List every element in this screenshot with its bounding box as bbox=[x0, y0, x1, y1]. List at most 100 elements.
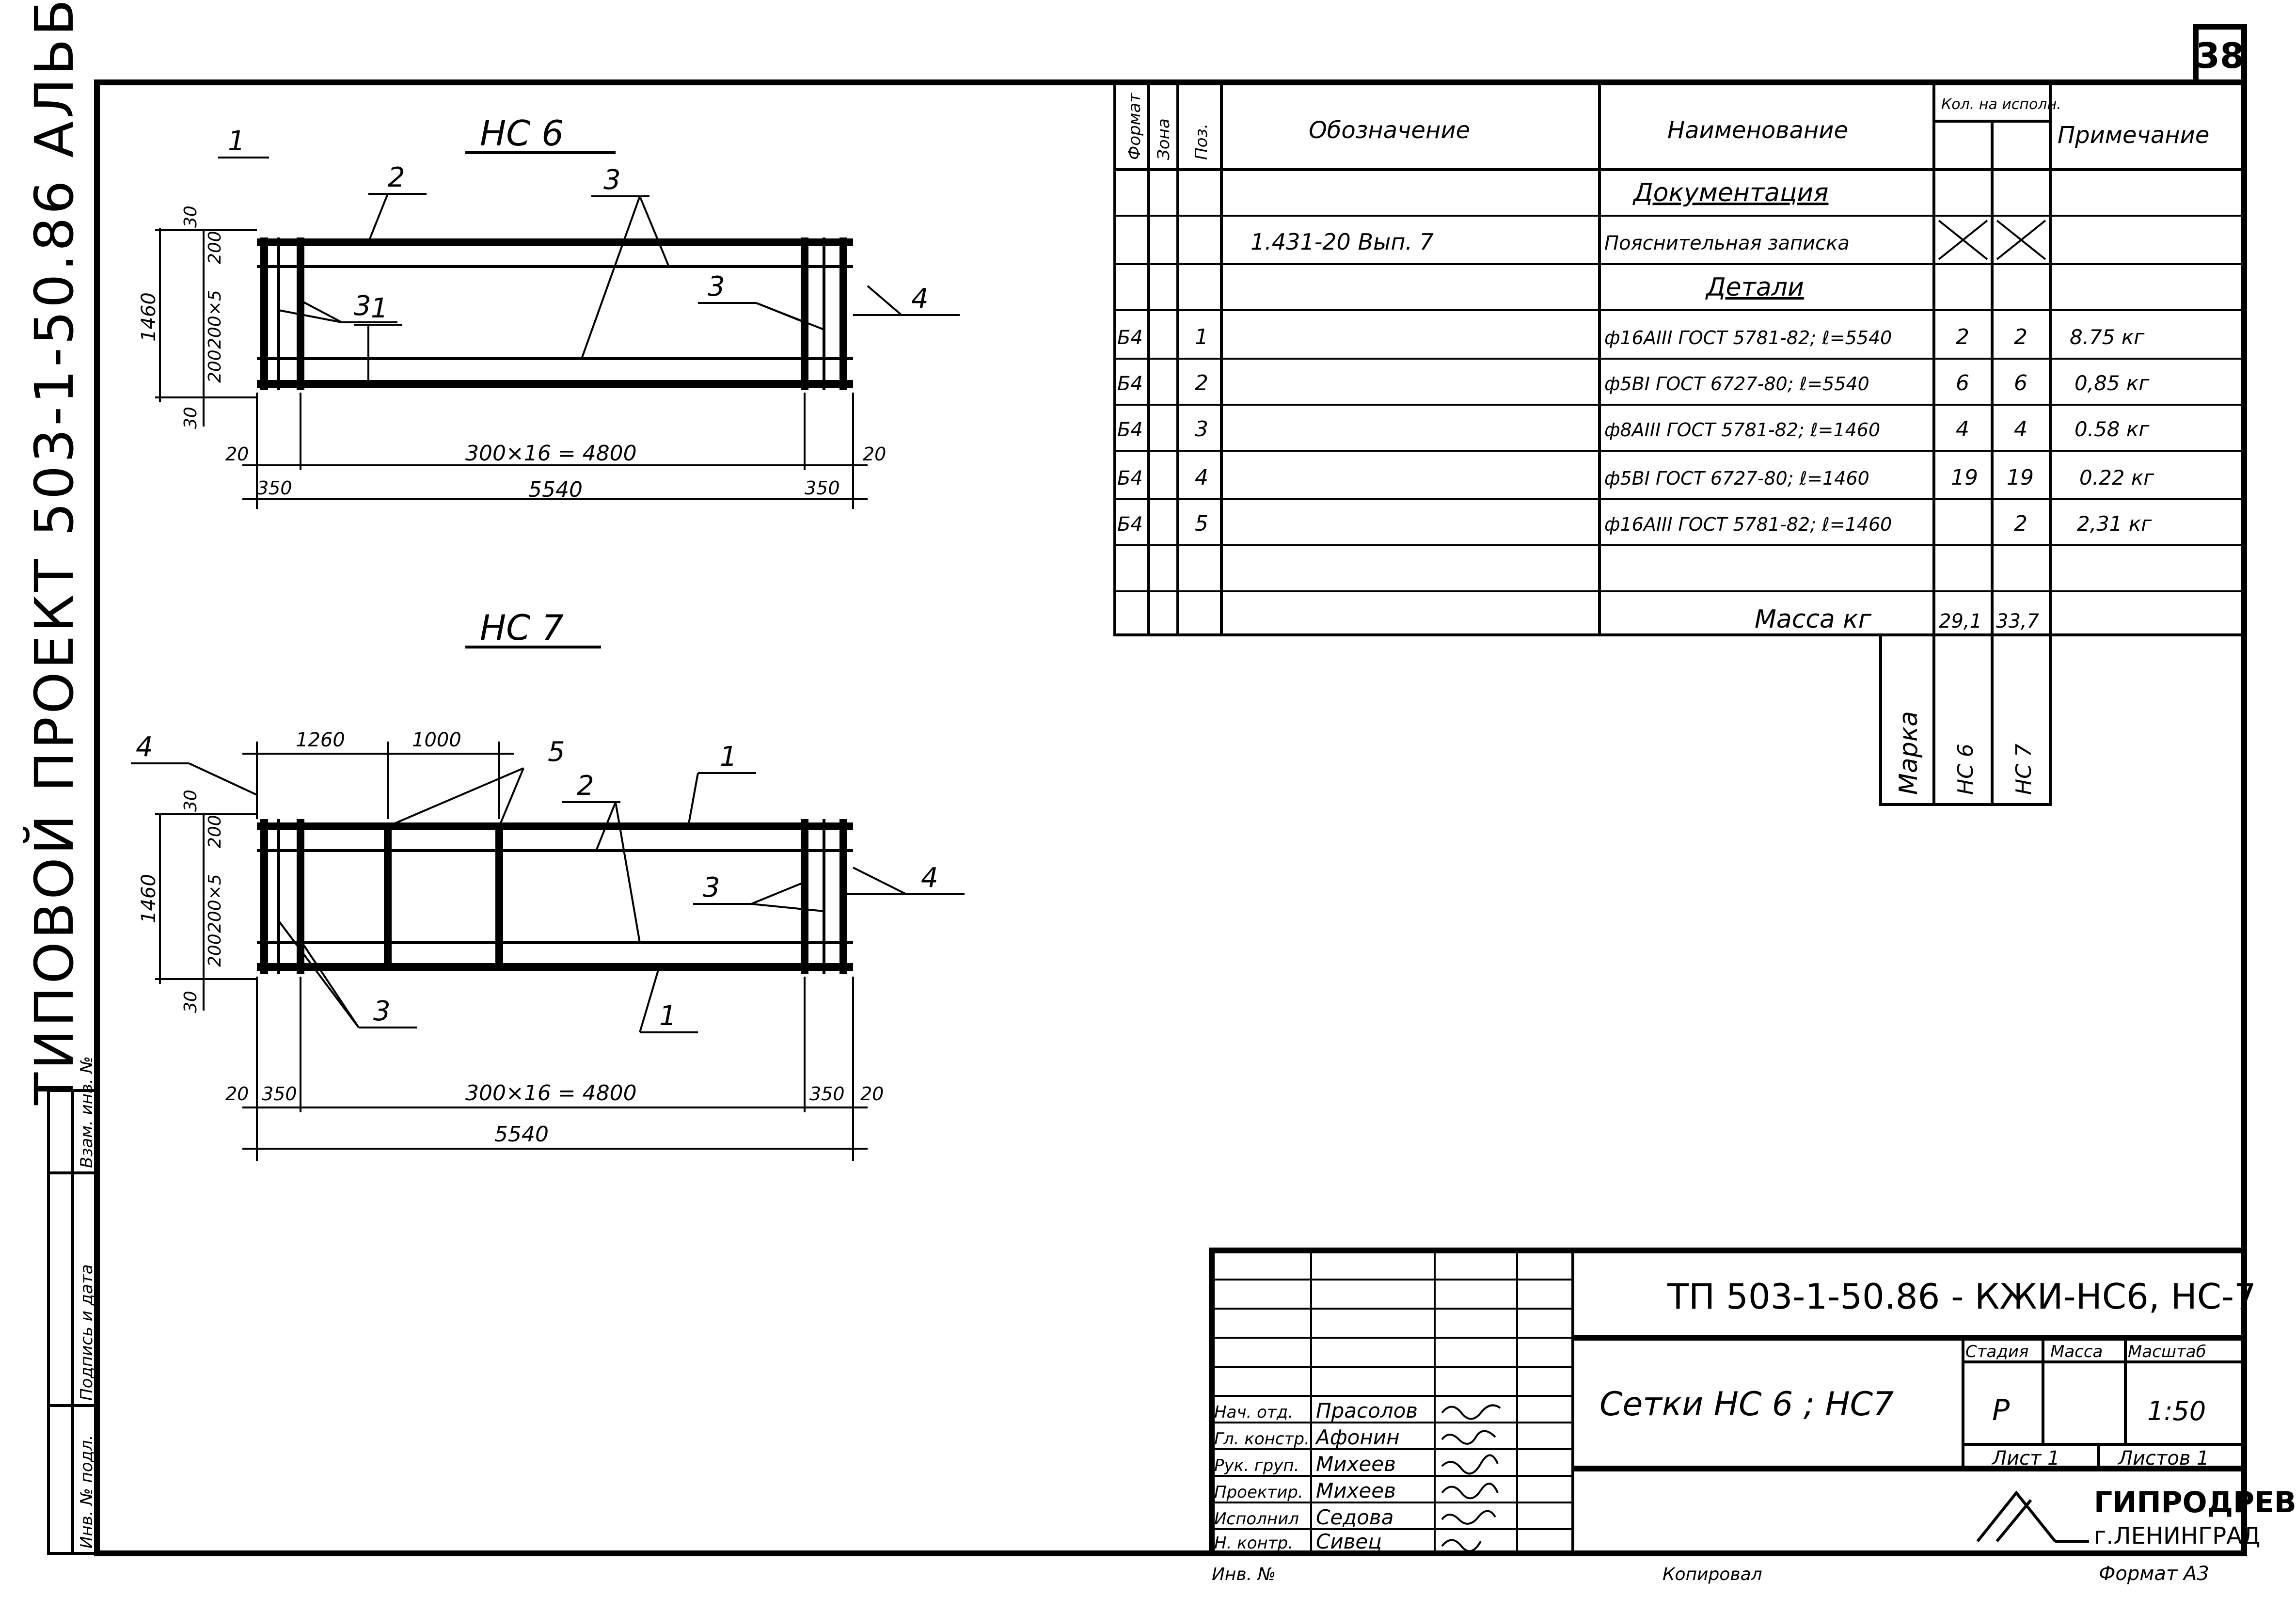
pos-label: 1 bbox=[659, 1000, 677, 1032]
row-q2: 2 bbox=[2014, 325, 2027, 349]
row-note: 8.75 кг bbox=[2070, 325, 2145, 349]
person: Михеев bbox=[1316, 1452, 1396, 1476]
spec-row: Б4 3 ф8АIII ГОСТ 5781-82; ℓ=1460 4 4 0.5… bbox=[1117, 417, 2150, 442]
row-q2: 2 bbox=[2014, 511, 2027, 536]
marka-label: Марка bbox=[1894, 711, 1923, 795]
dim-200: 200 bbox=[205, 231, 225, 264]
dim-left20: 20 bbox=[225, 443, 249, 465]
header-name: Наименование bbox=[1667, 117, 1848, 144]
row-format: Б4 bbox=[1117, 467, 1143, 490]
dim-right20: 20 bbox=[863, 443, 886, 465]
drawing-title: НС 7 bbox=[480, 607, 564, 648]
side-stamp-inv: Инв. № подл. bbox=[77, 1435, 96, 1549]
row-format: Б4 bbox=[1117, 419, 1143, 441]
spec-row: Б4 4 ф5ВI ГОСТ 6727-80; ℓ=1460 19 19 0.2… bbox=[1117, 465, 2154, 490]
pos-label: 1 bbox=[720, 741, 737, 773]
row-note: 0.22 кг bbox=[2079, 466, 2154, 490]
dim-a: 1260 bbox=[296, 729, 345, 751]
mass-nc6: 29,1 bbox=[1939, 610, 1982, 632]
drawing-nc7: НС 7 1260 1000 4 1 5 2 bbox=[131, 607, 965, 1161]
row-pos: 4 bbox=[1195, 465, 1208, 490]
dim-span: 300×16 = 4800 bbox=[465, 1081, 637, 1106]
dim-bottom: 30 bbox=[181, 991, 201, 1013]
dim-200b: 200 bbox=[205, 933, 225, 967]
pos-label: 3 bbox=[373, 996, 391, 1027]
header-pos: Поз. bbox=[1192, 124, 1211, 160]
dim-top: 30 bbox=[181, 206, 201, 228]
row-format: Б4 bbox=[1117, 513, 1143, 536]
header-note: Примечание bbox=[2058, 122, 2209, 149]
row-pos: 2 bbox=[1195, 371, 1208, 395]
dim-height: 1460 bbox=[138, 292, 160, 342]
dim-bottom: 30 bbox=[181, 407, 201, 429]
signature bbox=[1441, 1404, 1501, 1420]
doc-designation: 1.431-20 Вып. 7 bbox=[1251, 229, 1434, 255]
dim-left350: 350 bbox=[257, 477, 292, 499]
spec-row: Б4 1 ф16АIII ГОСТ 5781-82; ℓ=5540 2 2 8.… bbox=[1117, 325, 2145, 349]
header-zone: Зона bbox=[1154, 118, 1173, 160]
footer-format: Формат А3 bbox=[2099, 1563, 2209, 1585]
header-format: Формат bbox=[1125, 93, 1144, 160]
row-pos: 1 bbox=[1195, 325, 1208, 349]
dim-200b: 200 bbox=[205, 349, 225, 383]
signature bbox=[1441, 1483, 1499, 1500]
role: Исполнил bbox=[1214, 1509, 1299, 1529]
dim-mid: 200×5 bbox=[205, 874, 225, 933]
role: Нач. отд. bbox=[1214, 1403, 1293, 1422]
dim-total: 5540 bbox=[494, 1122, 549, 1147]
row-format: Б4 bbox=[1117, 373, 1143, 395]
person: Прасолов bbox=[1316, 1399, 1418, 1423]
row-pos: 3 bbox=[1195, 417, 1208, 442]
pos-label: 4 bbox=[136, 731, 153, 763]
sheets-total: Листов 1 bbox=[2117, 1447, 2209, 1470]
pos-label: 3 bbox=[354, 290, 371, 322]
page-number: 38 bbox=[2196, 35, 2244, 76]
role: Рук. груп. bbox=[1214, 1456, 1299, 1475]
stage-label: Стадия bbox=[1965, 1342, 2028, 1361]
org-name: ГИПРОДРЕВ bbox=[2094, 1486, 2296, 1519]
row-format: Б4 bbox=[1117, 327, 1143, 349]
pos-label: 5 bbox=[548, 736, 565, 768]
drawing-nc6: НС 6 1 2 3 1 3 3 bbox=[138, 113, 960, 509]
dim-right350: 350 bbox=[809, 1083, 845, 1105]
row-note: 2,31 кг bbox=[2077, 512, 2152, 536]
mark-nc7: НС 7 bbox=[2011, 743, 2036, 795]
row-name: ф5ВI ГОСТ 6727-80; ℓ=5540 bbox=[1604, 373, 1869, 395]
drawing-title: НС 6 bbox=[480, 113, 564, 154]
header-designation: Обозначение bbox=[1309, 117, 1470, 144]
mass-label: Масса кг bbox=[1755, 605, 1872, 634]
signature bbox=[1441, 1539, 1482, 1552]
mark-nc6: НС 6 bbox=[1953, 743, 1978, 795]
dim-total: 5540 bbox=[528, 477, 583, 502]
document-code: ТП 503-1-50.86 - КЖИ-НС6, НС-7 bbox=[1667, 1276, 2256, 1317]
header-qty: Кол. на исполн. bbox=[1941, 96, 2061, 113]
footer-inv: Инв. № bbox=[1212, 1565, 1276, 1584]
row-name: ф8АIII ГОСТ 5781-82; ℓ=1460 bbox=[1604, 419, 1880, 441]
org-city: г.ЛЕНИНГРАД bbox=[2094, 1522, 2261, 1550]
pos-label: 4 bbox=[921, 862, 938, 894]
dim-left20: 20 bbox=[225, 1083, 249, 1105]
sheet-number: Лист 1 bbox=[1991, 1447, 2060, 1470]
pos-label: 4 bbox=[911, 283, 929, 315]
pos-label: 1 bbox=[371, 293, 388, 324]
role: Гл. констр. bbox=[1214, 1429, 1310, 1449]
row-note: 0,85 кг bbox=[2074, 371, 2150, 395]
dim-height: 1460 bbox=[138, 874, 160, 923]
pos-label: 2 bbox=[577, 770, 594, 802]
role: Проектир. bbox=[1214, 1483, 1303, 1502]
row-q2: 4 bbox=[2014, 417, 2027, 442]
scale-value: 1:50 bbox=[2147, 1396, 2206, 1426]
dim-right350: 350 bbox=[805, 477, 840, 499]
spec-row: Б4 5 ф16АIII ГОСТ 5781-82; ℓ=1460 2 2,31… bbox=[1117, 511, 2152, 536]
section-details: Детали bbox=[1705, 273, 1804, 302]
signature bbox=[1441, 1454, 1499, 1475]
pos-label: 3 bbox=[603, 164, 621, 196]
dim-left350: 350 bbox=[262, 1083, 297, 1105]
dim-200: 200 bbox=[205, 815, 225, 848]
row-name: ф16АIII ГОСТ 5781-82; ℓ=1460 bbox=[1604, 514, 1892, 535]
signature bbox=[1441, 1510, 1496, 1525]
dim-mid: 200×5 bbox=[205, 290, 225, 349]
row-q2: 19 bbox=[2007, 465, 2034, 490]
mass-label-tb: Масса bbox=[2050, 1342, 2103, 1361]
scale-label: Масштаб bbox=[2128, 1342, 2206, 1361]
